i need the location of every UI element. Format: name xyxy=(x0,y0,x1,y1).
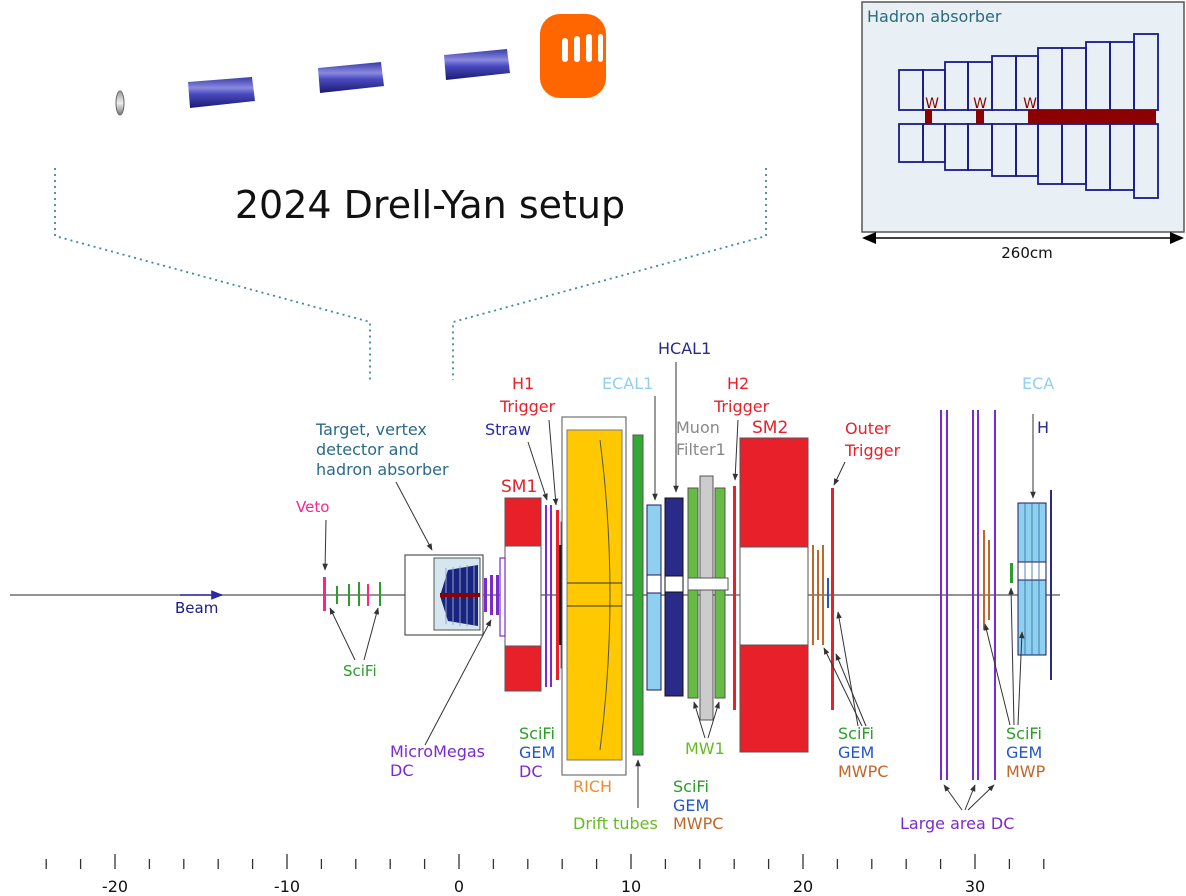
axis-tick-label: 20 xyxy=(793,877,813,896)
tungsten-block-2 xyxy=(976,110,984,124)
h1-label-line1: H1 xyxy=(512,374,534,393)
h1-label-line2: Trigger xyxy=(499,397,556,416)
outer-trigger-label-line2: Trigger xyxy=(844,441,901,460)
sm1-label: SM1 xyxy=(501,477,537,497)
target-label-line1: Target, vertex xyxy=(315,420,427,439)
tungsten-label-3: W xyxy=(1023,96,1037,112)
zoom-connector-lines xyxy=(54,168,767,380)
ecal1-label: ECAL1 xyxy=(602,374,653,393)
axis-tick-label: 30 xyxy=(965,877,985,896)
sm2-label: SM2 xyxy=(752,418,788,438)
drift-tubes-detector xyxy=(632,434,644,756)
inset-title: Hadron absorber xyxy=(867,7,1002,26)
target-label-line2: detector and xyxy=(316,440,419,459)
tungsten-block-1 xyxy=(925,110,932,124)
gem-label-downstream2: GEM xyxy=(1006,743,1042,762)
mwpc-label-downstream2: MWP xyxy=(1006,762,1046,781)
large-area-dc xyxy=(940,410,996,780)
target-cylinder-3 xyxy=(444,49,510,80)
h2-trigger-hodoscope xyxy=(733,486,736,710)
axis-tick-label: 0 xyxy=(454,877,464,896)
target-region xyxy=(404,554,484,636)
axis-tick-label: 10 xyxy=(621,877,641,896)
tungsten-block-3 xyxy=(1028,110,1156,124)
mwpc-label-rich: MWPC xyxy=(673,814,723,833)
scifi-label-rich: SciFi xyxy=(673,777,709,796)
scifi-upstream xyxy=(336,582,381,606)
mw1-detectors xyxy=(687,487,726,699)
gem-label-rich: GEM xyxy=(673,796,709,815)
outer-trigger-label-line1: Outer xyxy=(845,419,891,438)
target-cylinder-2 xyxy=(318,62,384,93)
spectrometer-layout: Beam Veto SciFi xyxy=(10,339,1060,833)
muon-filter-label-line2: Filter1 xyxy=(676,440,726,459)
micromegas-detectors xyxy=(484,575,499,615)
sm1-magnet xyxy=(499,497,542,692)
hcal2-detector-edge xyxy=(1050,490,1052,680)
large-area-dc-label: Large area DC xyxy=(900,814,1014,833)
straw-label: Straw xyxy=(485,420,531,439)
hcal1-detector xyxy=(664,497,684,697)
drift-tubes-label: Drift tubes xyxy=(573,814,658,833)
tungsten-label-1: W xyxy=(925,96,939,112)
target-cylinder-1 xyxy=(188,77,255,108)
h2-label-line1: H2 xyxy=(727,374,749,393)
dc-label-sm1: DC xyxy=(519,762,543,781)
downstream-trackers-2 xyxy=(983,530,1013,630)
scifi-label-sm1: SciFi xyxy=(519,724,555,743)
orange-absorber-rings xyxy=(540,14,606,98)
micromegas-dc-label: DC xyxy=(390,761,414,780)
axis-tick-label: -20 xyxy=(102,877,128,896)
mw1-label: MW1 xyxy=(685,739,725,758)
target-3d-sketch xyxy=(115,14,606,116)
rich-detector xyxy=(561,416,627,776)
position-axis: -20 -10 0 10 20 30 xyxy=(45,854,1045,896)
micromegas-label: MicroMegas xyxy=(390,742,485,761)
ecal2-label: ECA xyxy=(1022,374,1054,393)
ecal2-detector xyxy=(1017,502,1047,656)
tungsten-label-2: W xyxy=(973,96,987,112)
figure-title: 2024 Drell-Yan setup xyxy=(235,183,625,227)
scifi-label-downstream1: SciFi xyxy=(838,724,874,743)
hcal1-label: HCAL1 xyxy=(658,339,711,358)
mwpc-label-downstream1: MWPC xyxy=(838,762,888,781)
ecal1-detector xyxy=(646,504,662,691)
target-label-line3: hadron absorber xyxy=(316,460,449,479)
downstream-trackers-1 xyxy=(812,488,834,710)
beam-label: Beam xyxy=(175,599,218,617)
veto-detector xyxy=(323,577,326,611)
hcal2-label: H xyxy=(1037,418,1049,437)
muon-filter-label-line1: Muon xyxy=(676,418,720,437)
dimension-label: 260cm xyxy=(1001,244,1053,262)
scifi-label-upstream: SciFi xyxy=(343,662,377,680)
muon-filter1 xyxy=(699,475,714,721)
gem-label-downstream1: GEM xyxy=(838,743,874,762)
rich-label: RICH xyxy=(573,777,612,796)
target-cell-disc xyxy=(115,90,125,116)
gem-label-sm1: GEM xyxy=(519,743,555,762)
sm2-magnet xyxy=(739,437,809,753)
axis-tick-label: -10 xyxy=(274,877,300,896)
h2-label-line2: Trigger xyxy=(713,397,770,416)
hadron-absorber-inset: Hadron absorber W W W 260cm xyxy=(861,1,1185,262)
scifi-label-downstream2: SciFi xyxy=(1006,724,1042,743)
veto-label: Veto xyxy=(296,498,329,516)
